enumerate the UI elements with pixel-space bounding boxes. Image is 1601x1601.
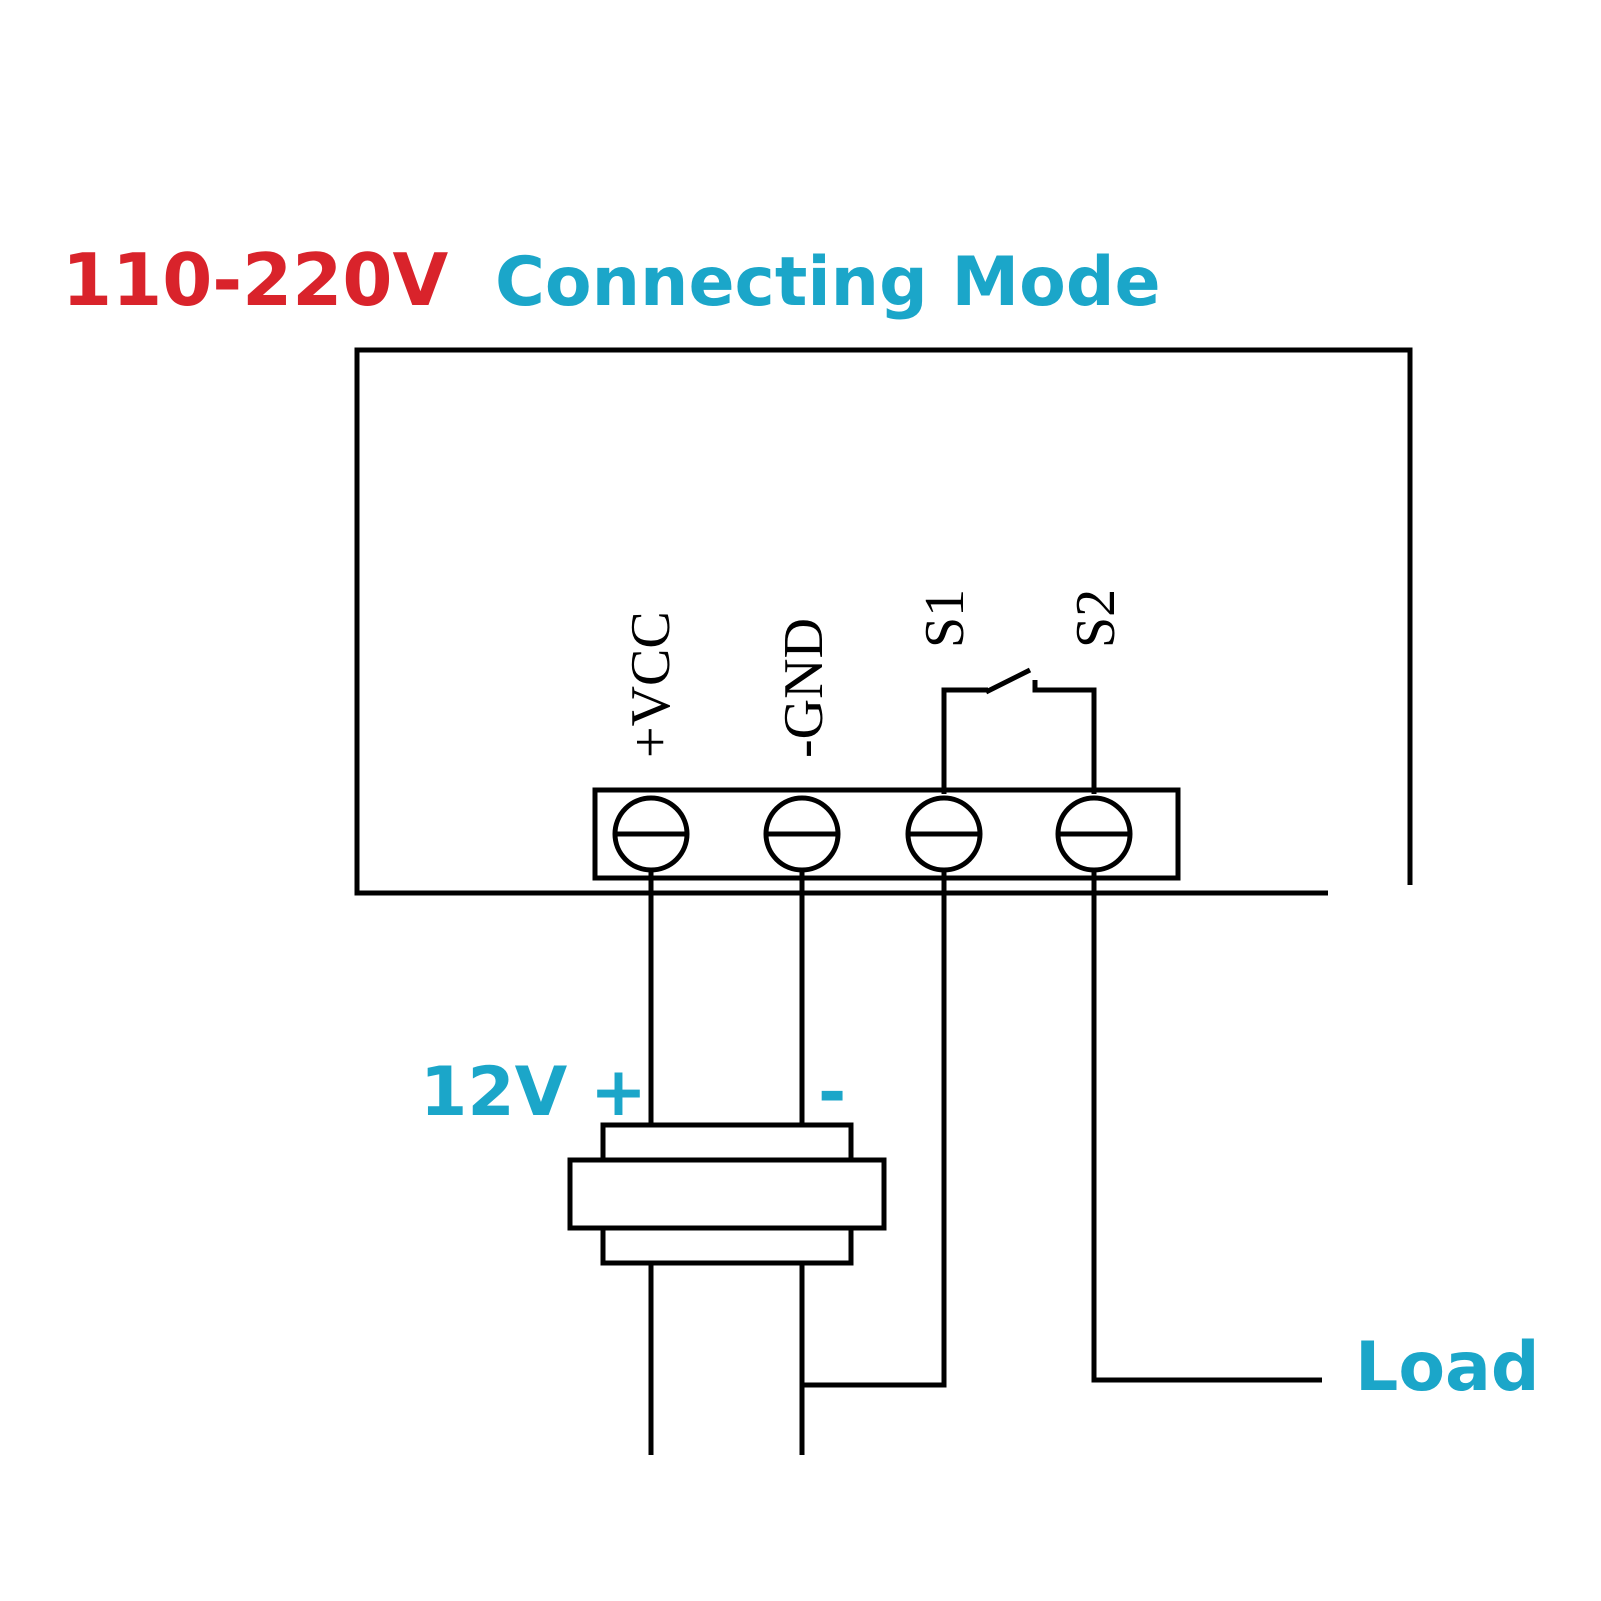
psu-body [567,1157,887,1231]
controller-enclosure [354,347,1413,896]
power-supply-icon [567,1122,887,1266]
psu-bottom-cap [600,1225,854,1266]
terminal-block [592,787,1181,881]
switch-contact-arm [984,667,1032,695]
load-label: Load [1355,1328,1540,1407]
terminal-gnd [763,795,841,873]
psu-plus-label: + [590,1053,647,1132]
enclosure-outline [354,347,1413,896]
psu-minus-label: - [818,1053,846,1132]
switch-lead-s2 [1032,680,1097,794]
mode-title: Connecting Mode [495,243,1161,322]
switch-lead-s1 [941,687,988,794]
terminal-vcc [612,795,690,873]
voltage-title: 110-220V [62,238,448,322]
wire-s2-to-load [1091,870,1322,1383]
psu-voltage-label: 12V [420,1053,568,1132]
terminal-s2 [1055,795,1133,873]
terminal-s1 [905,795,983,873]
terminal-label-s1: S1 [914,589,976,648]
relay-switch-icon [941,667,1097,794]
terminal-label-s2: S2 [1065,589,1127,648]
terminal-label-vcc: +VCC [620,611,682,758]
terminal-label-gnd: -GND [773,618,835,758]
wire-s1-to-gnd [802,870,947,1388]
